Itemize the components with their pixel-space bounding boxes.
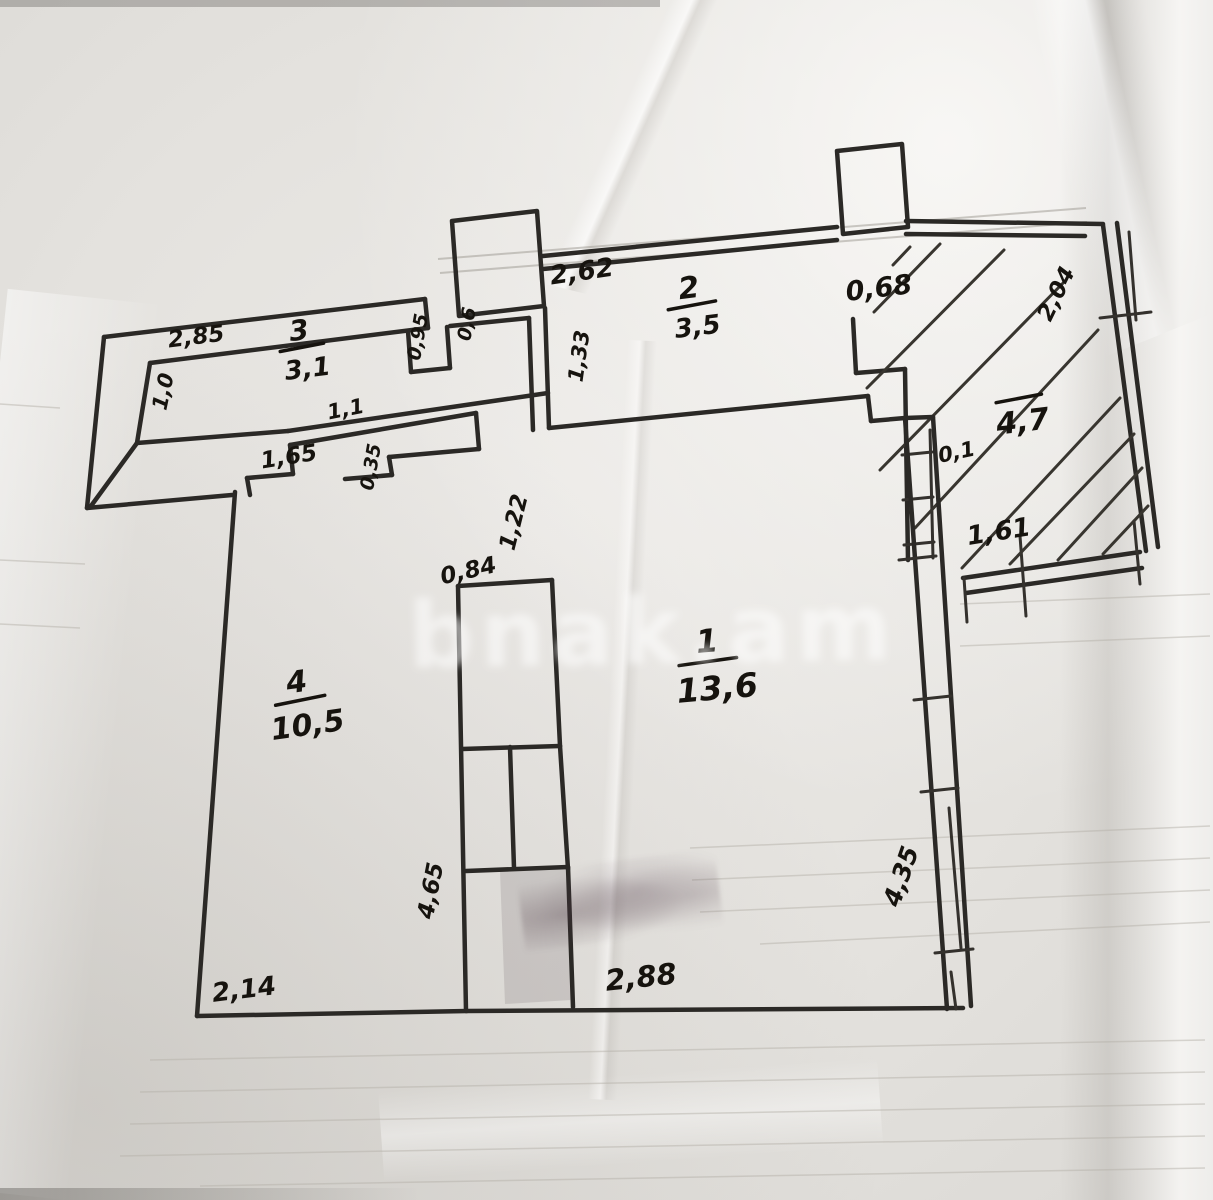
duct-shaded-cell (500, 868, 571, 1004)
dimension-labels: 2,85 1,0 0,95 0,6 2,62 1,33 0,68 2,04 0,… (148, 253, 1081, 1009)
dim-room2-width: 2,62 (548, 253, 616, 292)
pencil-guide-lines (0, 207, 1211, 1187)
dim-room2-height: 1,33 (564, 329, 595, 384)
room4-area: 10,5 (269, 703, 347, 748)
room2-and-top-walls (449, 141, 1106, 433)
chimney-shaft-left (449, 208, 547, 319)
dim-balcony-offset: 0,68 (844, 269, 914, 308)
dim-room1-height: 4,35 (877, 842, 925, 911)
bottom-and-left-walls (194, 489, 966, 1019)
room2-number: 2 (676, 270, 701, 307)
room1-area: 13,6 (675, 665, 760, 711)
dim-balcony-small: 0,1 (936, 437, 977, 468)
dim-hall-step: 1,65 (259, 440, 319, 475)
dim-balcony-side: 2,04 (1033, 263, 1081, 325)
room1-number: 1 (694, 621, 719, 661)
dim-step-b: 0,6 (453, 305, 481, 342)
site-watermark: bnak.am (407, 574, 899, 690)
room3-label: 3 3,1 (278, 313, 332, 387)
dim-balcony-bottom: 1,61 (965, 512, 1033, 552)
dim-bottom-center-width: 2,88 (604, 956, 679, 997)
dim-step-a: 0,95 (403, 312, 433, 362)
room3-number: 3 (287, 313, 310, 348)
dim-room4-height: 4,65 (413, 860, 450, 922)
dim-duct-height: 1,22 (495, 492, 534, 553)
chimney-shaft-right (834, 141, 911, 237)
room3-walls (84, 296, 431, 511)
dim-top-left-width: 2,85 (166, 321, 225, 354)
corridor-walls (134, 315, 551, 498)
dim-top-left-height: 1,0 (148, 371, 179, 412)
room2-area: 3,5 (673, 310, 722, 345)
dim-bottom-left-width: 2,14 (210, 971, 277, 1009)
balcony-area: 4,7 (993, 401, 1051, 442)
room1-right-wall (897, 414, 975, 1012)
room2-label: 2 3,5 (666, 270, 722, 345)
balcony-label: 4,7 (993, 392, 1051, 443)
balcony-hatching (865, 242, 1150, 570)
dim-hall-small: 0,35 (356, 442, 386, 492)
central-duct-walls (455, 577, 576, 1014)
room1-label: 1 13,6 (675, 621, 760, 711)
room3-area: 3,1 (283, 352, 332, 387)
room4-number: 4 (283, 664, 310, 702)
room4-label: 4 10,5 (269, 664, 347, 748)
